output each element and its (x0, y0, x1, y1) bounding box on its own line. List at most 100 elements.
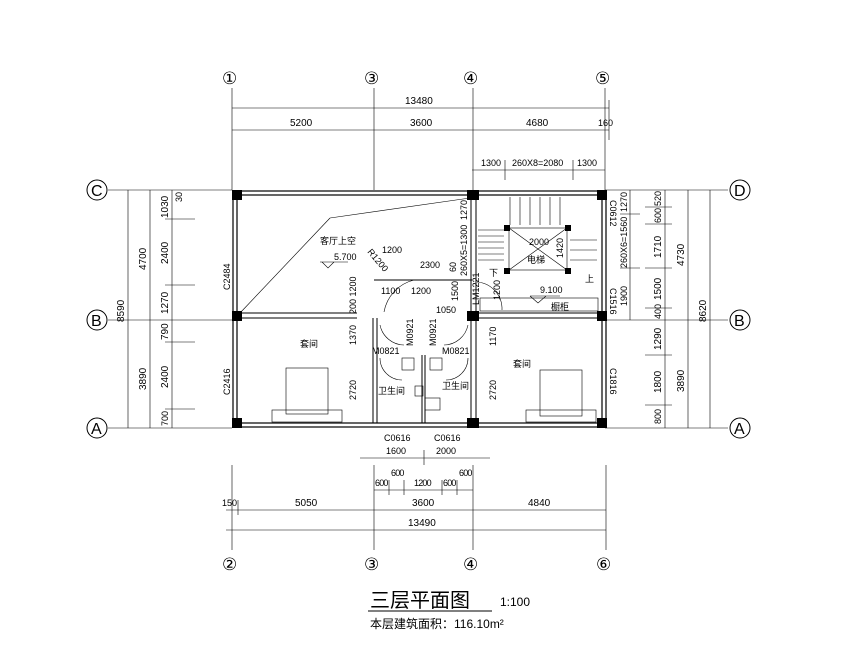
dim-text: 2000 (436, 446, 456, 456)
dim-text: 1270 (459, 200, 469, 220)
dim-text: 4680 (526, 118, 549, 129)
dim-text: 13490 (408, 518, 436, 529)
dim-text: 3890 (138, 367, 149, 390)
axis-D: D (734, 183, 746, 200)
window-label: C0616 (384, 433, 411, 443)
dim-text: 2720 (488, 380, 498, 400)
room-label: 橱柜 (551, 301, 569, 312)
dim-text: 5050 (295, 498, 318, 509)
window-label: C2416 (222, 368, 232, 395)
dim-text: 2000 (529, 237, 549, 247)
axis-B-right: B (734, 313, 745, 330)
dim-text: 1300 (577, 158, 597, 168)
room-label: 电梯 (527, 254, 545, 265)
room-label: 套间 (300, 338, 318, 349)
dim-text: 8620 (698, 299, 709, 322)
dim-text: 1800 (653, 370, 664, 393)
axis-A: A (91, 421, 102, 438)
dim-text: 1300 (481, 158, 501, 168)
dim-text: 200 1200 (348, 276, 358, 314)
bed-icon (285, 367, 329, 415)
dim-text: 790 (160, 323, 171, 340)
stair-direction: 上 (585, 274, 594, 284)
axis-C: C (91, 183, 103, 200)
dim-text: 4700 (138, 247, 149, 270)
dim-text: 1500 (653, 277, 664, 300)
dim-text: 600 (459, 468, 472, 478)
dim-text: 1710 (653, 235, 664, 258)
elevation-label: 9.100 (540, 285, 563, 295)
dim-text: 400 (653, 304, 663, 319)
door-label: LM1221 (471, 272, 481, 305)
dim-text: 30 (174, 192, 184, 202)
toilet-icon (414, 385, 424, 397)
room-label: 卫生间 (442, 380, 469, 391)
left-dimensions: 8590 4700 3890 30 1030 2400 1270 790 240… (116, 190, 195, 428)
axis-5: ⑤ (595, 69, 610, 89)
dim-text: 1290 (653, 327, 664, 350)
bottom-dimensions: 150 5050 3600 4840 13490 600 600 1200 60… (222, 433, 606, 531)
dim-text: 1100 (381, 286, 400, 296)
stair-direction: 下 (489, 268, 498, 278)
axis-lines (108, 88, 728, 550)
dim-text: 4840 (528, 498, 551, 509)
dim-text: 1420 (555, 238, 565, 258)
dim-text: 4730 (676, 243, 687, 266)
dim-text: 3600 (412, 498, 435, 509)
dim-text: 1200 (492, 280, 502, 300)
walls (232, 190, 607, 428)
window-label: C0612 (608, 200, 618, 227)
window-label: C1816 (608, 368, 618, 395)
axis-markers: ① ③ ④ ⑤ ② ③ ④ ⑥ C B A D B A (86, 69, 751, 575)
door-label: M0821 (372, 346, 400, 356)
furniture (271, 357, 597, 423)
window-label: C0616 (434, 433, 461, 443)
door-label: M0921 (428, 318, 438, 346)
window-label: C2484 (222, 263, 232, 290)
dim-text: 3600 (410, 118, 433, 129)
dim-text: 2400 (160, 241, 171, 264)
dim-text: 3890 (676, 369, 687, 392)
dim-text: 1600 (386, 446, 406, 456)
dim-text: 1200 (411, 286, 431, 296)
window-label: C1516 (608, 288, 618, 315)
dim-text: 700 (160, 411, 170, 426)
dim-text: 2400 (160, 365, 171, 388)
dim-text: 600 (391, 468, 404, 478)
dim-text: 520 (653, 191, 663, 206)
dim-text: 60 (448, 262, 458, 272)
dim-text: 5200 (290, 118, 313, 129)
dim-text: 150 (222, 498, 237, 508)
right-dimensions: 8620 4730 3890 520 600 1710 1500 400 129… (619, 190, 711, 428)
room-label: 客厅上空 (320, 235, 356, 246)
door-label: M0821 (442, 346, 470, 356)
room-label: 卫生间 (378, 385, 405, 396)
dim-text: 2300 (420, 260, 440, 270)
door-label: M0921 (405, 318, 415, 346)
dim-text: 600 (375, 478, 388, 488)
axis-6: ⑥ (596, 555, 611, 575)
stair (478, 197, 599, 312)
elevation-label: 5.700 (334, 252, 357, 262)
sink-icon (429, 357, 443, 371)
toilet-icon (424, 397, 441, 411)
labels: 客厅上空 5.700 套间 套间 卫生间 卫生间 电梯 2000 1420 橱柜… (222, 200, 618, 400)
area-note: 本层建筑面积：116.10m² (370, 616, 504, 631)
dim-text: 1500 (450, 281, 460, 301)
axis-3: ③ (364, 69, 379, 89)
dim-text: 8590 (116, 299, 127, 322)
dim-text: 1270 (160, 291, 171, 314)
axis-4: ④ (463, 69, 478, 89)
bed-icon (539, 369, 583, 417)
dim-text: 13480 (405, 96, 433, 107)
dim-text: 2720 (348, 380, 358, 400)
sink-icon (401, 357, 415, 371)
axis-A-right: A (734, 421, 745, 438)
top-dimensions: 13480 5200 3600 4680 160 1300 260X8=2080… (232, 96, 613, 180)
dim-text: 260X8=2080 (512, 158, 563, 168)
dim-text: 1900 (619, 286, 629, 306)
columns (232, 190, 607, 428)
dim-text: 260X5=1300 (459, 225, 469, 276)
axis-3-bottom: ③ (364, 555, 379, 575)
